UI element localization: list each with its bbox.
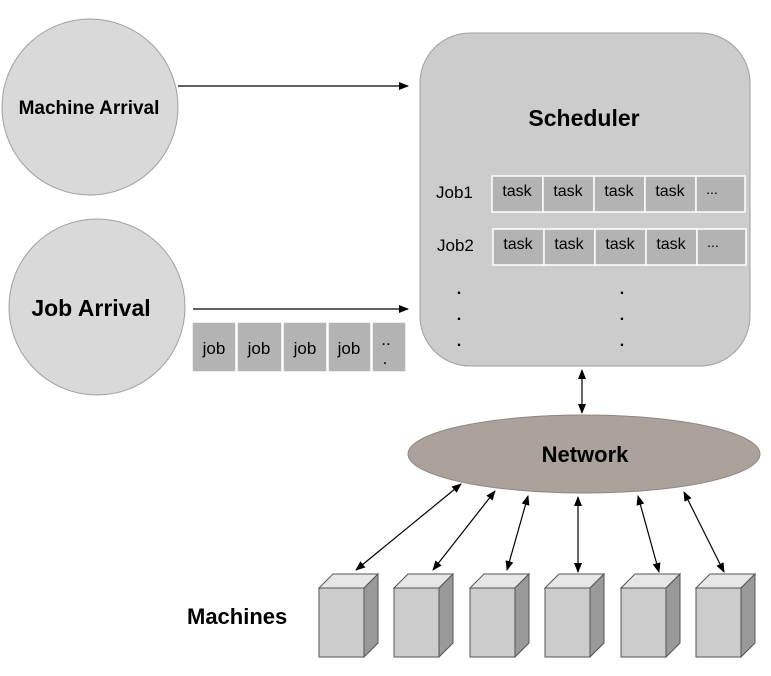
machine-side <box>740 572 756 659</box>
task-label: task <box>656 236 686 253</box>
machine-arrival-circle <box>1 18 179 196</box>
task-cell <box>491 175 544 213</box>
task-cell <box>542 175 595 213</box>
task-label: task <box>604 183 634 200</box>
job-queue: job job job job .. . <box>191 321 407 373</box>
task-label: task <box>503 236 533 253</box>
machine-group <box>317 572 757 659</box>
machine-front <box>620 587 667 658</box>
machine-box <box>317 572 380 659</box>
machine-link-arrow <box>505 495 530 571</box>
machine-link-arrow <box>636 495 661 573</box>
scheduler-node: Scheduler Job1 task task task task ... J… <box>419 32 751 367</box>
job-queue-label: job <box>337 339 361 358</box>
machine-front <box>393 587 440 658</box>
machine-link-arrow <box>432 490 496 571</box>
machine-box <box>543 572 606 659</box>
task-label: task <box>554 236 584 253</box>
job2-label: Job2 <box>437 236 474 255</box>
machine-side <box>514 572 530 659</box>
network-label: Network <box>542 442 630 467</box>
job-queue-label: job <box>293 339 317 358</box>
task-cell <box>696 228 747 266</box>
machine-front <box>318 587 365 658</box>
task-cell <box>645 228 698 266</box>
job1-label: Job1 <box>436 183 473 202</box>
task-label: task <box>553 183 583 200</box>
machine-link-arrow <box>683 491 725 573</box>
network-node: Network <box>407 414 761 494</box>
vertical-dot: . <box>457 281 461 298</box>
machine-arrival-node: Machine Arrival <box>1 18 179 196</box>
machine-box <box>468 572 531 659</box>
job-queue-label: job <box>202 339 226 358</box>
job-arrival-node: Job Arrival <box>8 218 186 396</box>
vertical-dot: . <box>457 307 461 324</box>
task-label: ... <box>707 234 719 250</box>
job-queue-cell <box>371 321 407 373</box>
machine-front <box>544 587 591 658</box>
machine-front <box>469 587 516 658</box>
vertical-dot: . <box>620 281 624 298</box>
task-label: ... <box>706 181 718 197</box>
task-label: task <box>655 183 685 200</box>
task-cell <box>543 228 596 266</box>
machines-label: Machines <box>187 604 287 629</box>
vertical-dot: . <box>620 307 624 324</box>
job-queue-cell <box>327 321 372 373</box>
task-label: task <box>605 236 635 253</box>
task-label: task <box>502 183 532 200</box>
job-arrival-label: Job Arrival <box>31 295 150 321</box>
job-queue-cell <box>282 321 328 373</box>
machine-side <box>363 572 379 659</box>
task-cell <box>644 175 697 213</box>
vertical-dot: . <box>457 333 461 350</box>
task-cell <box>695 175 746 213</box>
job-queue-more: .. <box>381 330 390 349</box>
machine-side <box>665 572 681 659</box>
machine-box <box>392 572 455 659</box>
task-cell <box>594 228 647 266</box>
machine-link-arrow <box>355 483 462 571</box>
network-ellipse <box>407 414 761 494</box>
machine-side <box>589 572 605 659</box>
machine-side <box>438 572 454 659</box>
network-links <box>355 483 725 573</box>
scheduler-title: Scheduler <box>528 105 639 131</box>
machine-box <box>619 572 682 659</box>
job-arrival-circle <box>8 218 186 396</box>
job-queue-cell <box>191 321 237 373</box>
vertical-dot: . <box>620 333 624 350</box>
job-queue-more: . <box>383 349 388 368</box>
machine-front <box>695 587 742 658</box>
machine-box <box>694 572 757 659</box>
job-queue-cell <box>236 321 283 373</box>
machine-arrival-label: Machine Arrival <box>19 98 160 119</box>
job-queue-label: job <box>247 339 271 358</box>
